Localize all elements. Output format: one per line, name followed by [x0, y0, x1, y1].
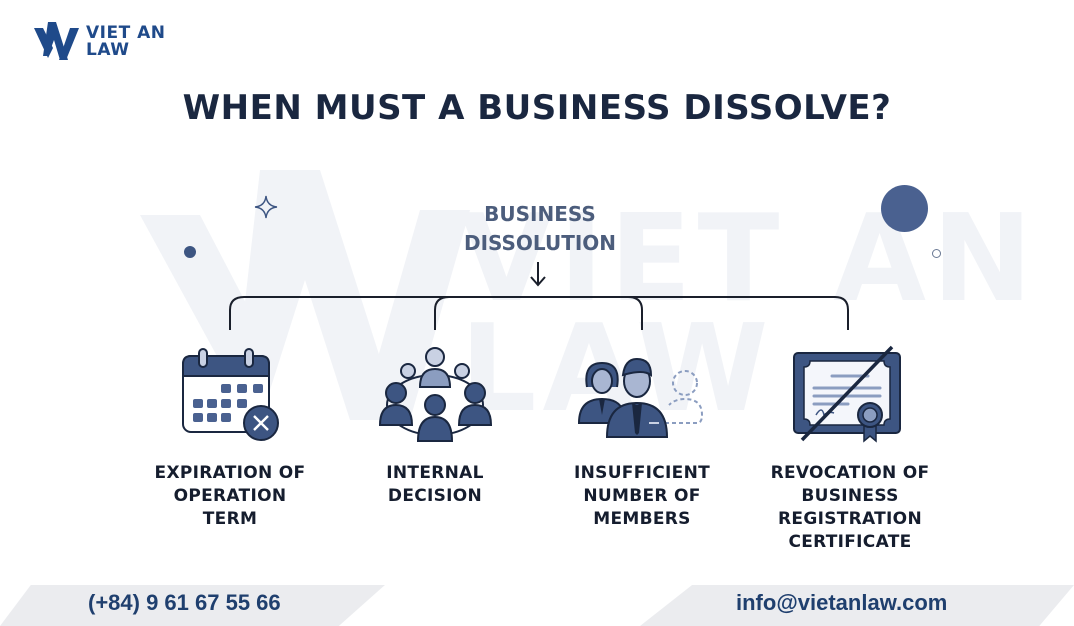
- logo-line1: VIET AN: [86, 23, 166, 43]
- decor-dot-large: [881, 185, 928, 232]
- root-node-label: BUSINESS DISSOLUTION: [430, 200, 650, 258]
- email-link[interactable]: info@vietanlaw.com: [736, 590, 948, 615]
- certificate-revoked-icon: [793, 345, 901, 443]
- brand-logo[interactable]: VIET AN LAW: [34, 20, 166, 64]
- label-line: REGISTRATION: [778, 509, 922, 529]
- item-label-expiration: EXPIRATION OF OPERATION TERM: [130, 462, 330, 531]
- label-line: EXPIRATION OF: [154, 463, 306, 483]
- item-label-revocation: REVOCATION OF BUSINESS REGISTRATION CERT…: [745, 462, 955, 554]
- label-line: REVOCATION OF: [770, 463, 930, 483]
- decor-dot-small: [184, 246, 196, 258]
- footer-band-left: [0, 585, 385, 626]
- root-line1: BUSINESS: [484, 202, 596, 226]
- label-line: TERM: [202, 509, 258, 529]
- label-line: BUSINESS: [801, 486, 899, 506]
- calendar-x-icon: [182, 348, 279, 441]
- arrow-down-icon: [530, 276, 546, 287]
- label-line: INTERNAL: [386, 463, 484, 483]
- meeting-group-icon: [378, 347, 493, 442]
- item-label-insufficient-members: INSUFFICIENT NUMBER OF MEMBERS: [550, 462, 734, 531]
- members-missing-icon: [577, 357, 704, 438]
- vietan-logo-icon: [34, 22, 79, 60]
- item-label-internal-decision: INTERNAL DECISION: [345, 462, 525, 508]
- phone-link[interactable]: (+84) 9 61 67 55 66: [88, 590, 281, 615]
- decor-ring: [932, 249, 941, 258]
- label-line: DECISION: [387, 486, 483, 506]
- label-line: INSUFFICIENT: [574, 463, 710, 483]
- connector-tree: [229, 262, 849, 330]
- label-line: OPERATION: [173, 486, 287, 506]
- page-title: WHEN MUST A BUSINESS DISSOLVE?: [182, 88, 892, 128]
- footer-band-right: [640, 585, 1074, 626]
- label-line: NUMBER OF: [583, 486, 701, 506]
- logo-line2: LAW: [86, 40, 130, 60]
- label-line: CERTIFICATE: [788, 532, 912, 552]
- sparkle-icon: [254, 195, 278, 219]
- root-line2: DISSOLUTION: [463, 231, 617, 255]
- label-line: MEMBERS: [593, 509, 691, 529]
